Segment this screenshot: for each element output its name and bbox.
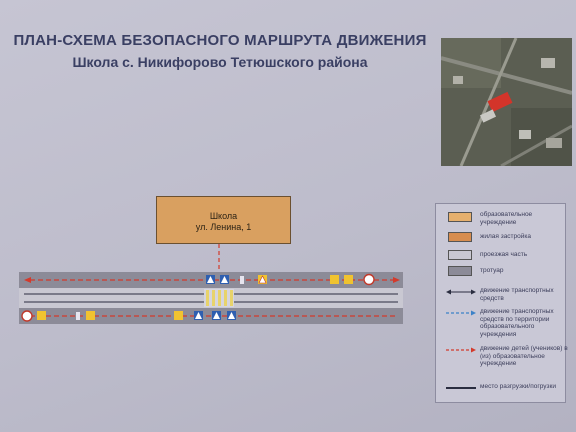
legend: образовательное учреждение жилая застрой… (435, 203, 568, 403)
school-address: ул. Ленина, 1 (195, 222, 252, 232)
sign-small-post (240, 276, 244, 284)
legend-label: проезжая часть (480, 251, 528, 258)
legend-label: движение транспортных средств (480, 287, 554, 302)
satellite-map (441, 38, 572, 166)
sign-warning-yellow-3 (344, 275, 353, 284)
road-signs-bottom (21, 310, 236, 322)
road-signs-top (206, 273, 375, 286)
legend-swatch-housing (448, 232, 472, 242)
legend-swatch-school (448, 212, 472, 222)
page-title: ПЛАН-СХЕМА БЕЗОПАСНОГО МАРШРУТА ДВИЖЕНИЯ (13, 32, 427, 49)
page-subtitle: Школа с. Никифорово Тетюшского района (72, 54, 368, 70)
legend-label: движение детей (учеников) в (из) образов… (480, 345, 568, 367)
school-building: Школа ул. Ленина, 1 (156, 196, 291, 244)
pedestrian-crossing (204, 289, 234, 307)
sign-small-post-2 (76, 312, 80, 320)
child-route-arrowhead-right (393, 277, 400, 283)
sign-speed-limit-2 (21, 310, 33, 322)
legend-label: движение транспортных средств по террито… (480, 308, 554, 338)
child-route-arrowhead-left (24, 277, 31, 283)
legend-arrow-red-icon (446, 347, 476, 353)
sign-warning-yellow-6 (174, 311, 183, 320)
legend-label: место разгрузки/погрузки (480, 383, 556, 390)
satellite-image (441, 38, 572, 166)
legend-arrow-dark-icon (446, 289, 476, 295)
sign-warning-yellow-5 (86, 311, 95, 320)
legend-swatch-roadway (448, 250, 472, 260)
legend-arrow-blue-icon (446, 310, 476, 316)
legend-label: жилая застройка (480, 233, 531, 240)
sign-children-triangle (207, 276, 214, 283)
sign-warning-yellow-4 (37, 311, 46, 320)
legend-label: образовательное учреждение (480, 211, 533, 226)
legend-label: тротуар (480, 267, 504, 274)
school-name: Школа (209, 211, 238, 221)
legend-line-dark-icon (446, 387, 476, 389)
sign-warning-yellow-2 (330, 275, 339, 284)
legend-swatch-sidewalk (448, 266, 472, 276)
sign-speed-limit (363, 273, 375, 286)
